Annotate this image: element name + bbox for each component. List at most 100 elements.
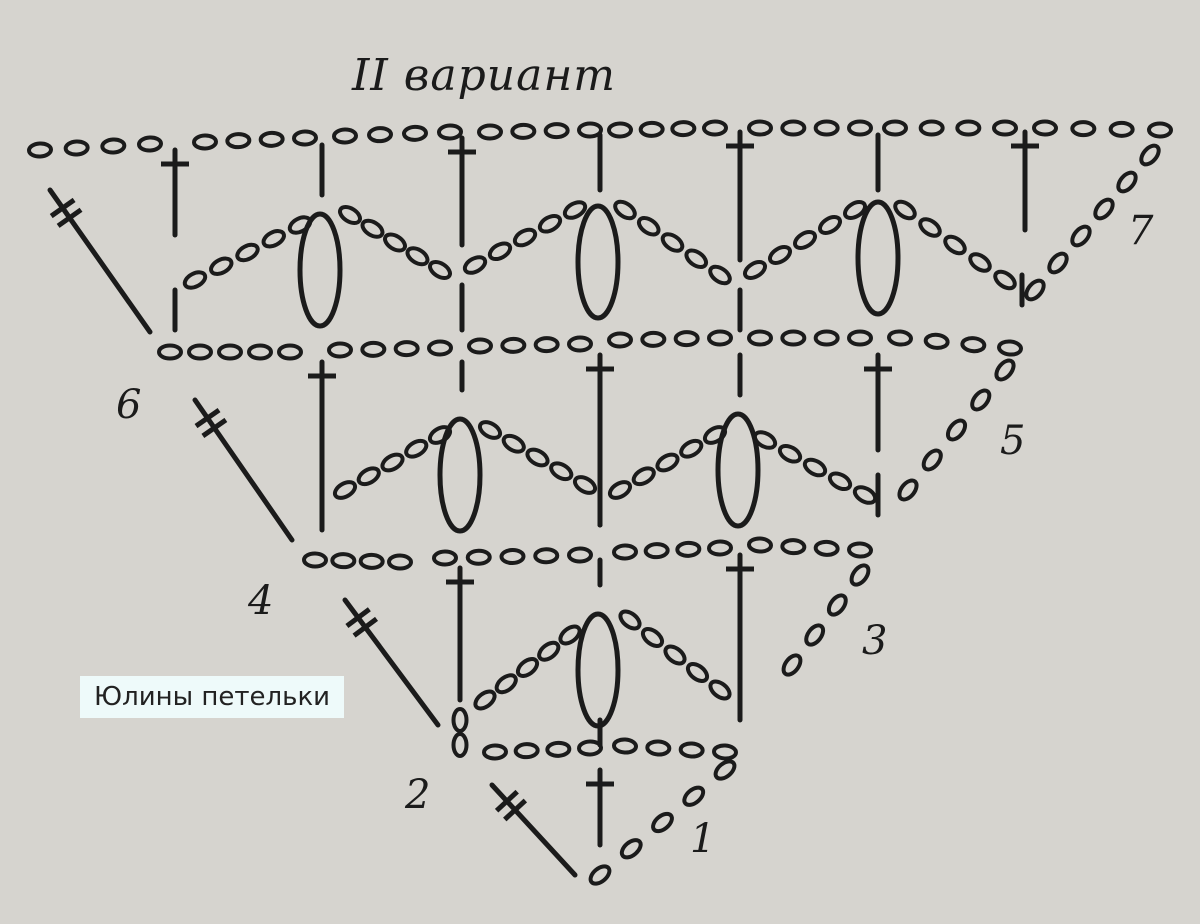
chain-stitch <box>467 337 493 355</box>
chain-stitch <box>893 199 917 221</box>
row-label-4: 4 <box>248 578 274 624</box>
chain-stitch <box>27 141 53 159</box>
chain-stitch <box>567 546 593 564</box>
triple-crochet-crossbar <box>201 417 228 438</box>
chain-stitch <box>437 123 463 141</box>
chain-stitch <box>404 438 429 459</box>
chain-stitch <box>613 199 637 221</box>
chain-stitch <box>970 388 992 412</box>
cluster-oval <box>297 211 343 329</box>
chain-stitch <box>302 551 328 569</box>
triple-crochet-crossbar <box>352 616 379 638</box>
chain-stitch <box>679 438 704 459</box>
chain-stitch <box>992 119 1018 137</box>
chain-stitch <box>780 329 807 347</box>
chain-stitch <box>660 232 685 253</box>
chain-stitch <box>792 230 818 250</box>
chain-stitch <box>702 425 728 445</box>
chain-stitch <box>182 270 208 290</box>
chain-stitch <box>338 205 362 225</box>
chain-stitch <box>235 242 260 263</box>
chain-stitch <box>708 679 732 701</box>
chain-stitch <box>918 217 942 238</box>
chain-stitch <box>427 425 453 445</box>
chain-stitch <box>752 430 778 450</box>
chain-stitch <box>780 538 807 556</box>
chain-stitch <box>643 542 670 560</box>
chain-stitch <box>465 548 492 566</box>
chain-stitch <box>533 336 560 354</box>
chain-stitch <box>513 742 540 760</box>
chain-stitch <box>742 260 768 280</box>
chain-stitch <box>330 552 357 570</box>
chain-stitch <box>1147 121 1173 139</box>
chain-stitch <box>247 343 273 361</box>
chain-stitch <box>1047 251 1069 275</box>
chain-stitch <box>945 418 968 442</box>
row-label-5: 5 <box>1000 418 1026 464</box>
chain-stitch <box>663 644 687 666</box>
triple-crochet-crossbar <box>345 607 371 629</box>
chain-stitch <box>533 547 560 565</box>
chain-stitch <box>402 124 428 142</box>
chain-stitch <box>781 653 803 677</box>
chain-stitch <box>702 119 728 137</box>
chain-stitch <box>960 336 987 354</box>
triple-crochet-stitch <box>47 187 153 335</box>
row-label-3: 3 <box>862 618 888 664</box>
triple-crochet-stitch <box>192 397 295 543</box>
chain-stitch <box>708 264 732 286</box>
chain-stitch <box>432 549 458 567</box>
chain-stitch <box>923 332 950 350</box>
chain-stitch <box>588 864 612 886</box>
chain-stitch <box>387 553 413 571</box>
chain-stitch <box>813 329 840 347</box>
chain-stitch <box>473 689 497 711</box>
chain-stitch <box>1108 120 1135 138</box>
chain-stitch <box>882 119 908 137</box>
cluster-oval <box>575 611 621 729</box>
chain-stitch <box>651 811 674 834</box>
chain-stitch <box>187 343 213 361</box>
chain-stitch <box>209 256 234 276</box>
row-label-7: 7 <box>1128 208 1154 254</box>
chain-stitch <box>360 340 387 358</box>
chain-stitch <box>494 673 518 695</box>
row-label-2: 2 <box>405 772 431 818</box>
chain-stitch <box>1093 197 1115 221</box>
chain-stitch <box>545 740 572 758</box>
chain-stitch <box>897 478 919 502</box>
chain-stitch <box>258 130 285 148</box>
chain-stitch <box>852 485 878 505</box>
chain-stitch <box>777 443 803 464</box>
chain-stitch <box>607 121 633 139</box>
chain-stitch <box>943 234 967 256</box>
chain-stitch <box>918 119 945 137</box>
chain-stitch <box>1139 143 1161 167</box>
chain-stitch <box>612 737 638 755</box>
chain-stitch <box>261 229 286 249</box>
chain-stitch <box>451 732 469 758</box>
chain-stitch <box>558 624 582 646</box>
chain-stitch <box>640 330 667 348</box>
chain-stitch <box>1032 119 1058 137</box>
chain-stitch <box>383 232 407 253</box>
chain-stitch <box>292 129 318 147</box>
chain-stitch <box>747 329 773 347</box>
chain-stitch <box>525 447 550 468</box>
chain-stitch <box>993 269 1017 291</box>
chain-stitch <box>847 329 873 347</box>
chain-stitch <box>327 341 353 359</box>
chain-stitch <box>1070 224 1092 248</box>
chain-stitch <box>428 260 452 280</box>
chain-stitch <box>612 543 638 561</box>
chain-stitch <box>380 452 405 473</box>
chain-stitch <box>638 120 665 138</box>
chain-stitch <box>1116 170 1138 194</box>
triple-crochet-crossbar <box>194 408 221 429</box>
chain-stitch <box>655 452 680 473</box>
chain-stitch <box>780 119 807 137</box>
chain-stitch <box>367 126 393 144</box>
